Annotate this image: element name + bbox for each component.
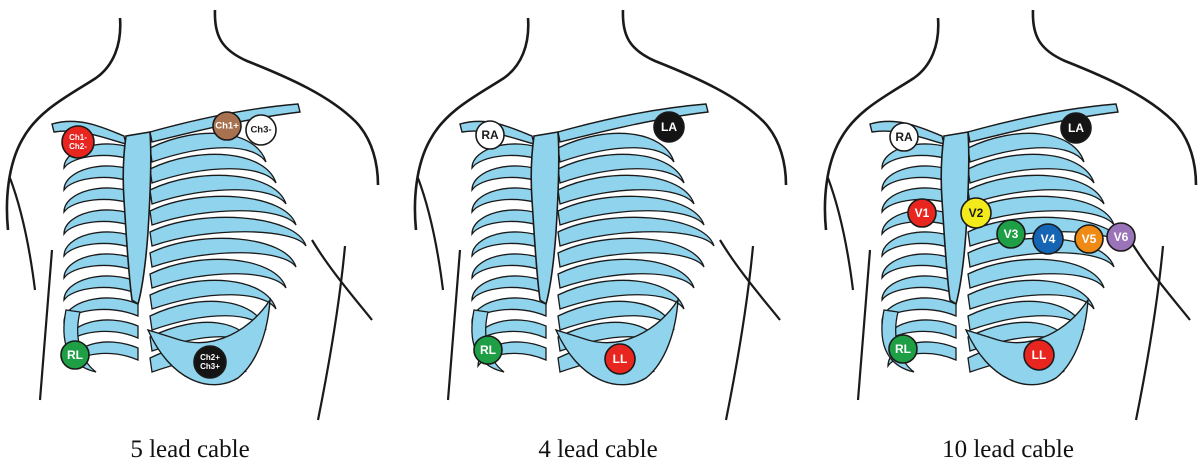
- electrode-ll: LL: [1024, 340, 1054, 370]
- caption-5-lead: 5 lead cable: [0, 436, 380, 464]
- electrode-ra: RA: [476, 121, 504, 149]
- electrode-v4: V4: [1033, 224, 1063, 254]
- electrode-label: Ch2-: [69, 142, 87, 151]
- electrode-ll: LL: [605, 344, 635, 374]
- electrode-label: Ch3-: [250, 125, 271, 136]
- electrode-label: V1: [915, 206, 930, 220]
- electrode-v2: V2: [961, 198, 991, 228]
- electrode-ra: RA: [890, 123, 918, 151]
- electrode-label: V2: [969, 206, 984, 220]
- electrode-rl: RL: [61, 341, 89, 369]
- electrode-ch1-: Ch1+: [213, 112, 241, 140]
- electrode-v3: V3: [997, 220, 1025, 248]
- panel-4-lead: RA LA RL LL 4 lead cable: [408, 0, 788, 472]
- electrode-label: RA: [481, 128, 499, 142]
- torso-drawing: [415, 10, 786, 420]
- caption-10-lead: 10 lead cable: [818, 436, 1198, 464]
- electrode-la: LA: [654, 112, 684, 142]
- electrode-label: V5: [1082, 232, 1097, 246]
- electrode-v5: V5: [1075, 225, 1103, 253]
- electrode-v6: V6: [1107, 223, 1135, 251]
- chest-ribcage-illustration: RA LA RL LL: [408, 0, 788, 430]
- electrode-label: RL: [480, 343, 496, 357]
- torso-drawing: [825, 10, 1196, 420]
- electrode-ch1-ch2-: Ch1-Ch2-: [62, 126, 94, 158]
- electrode-label: Ch3+: [200, 362, 220, 371]
- electrode-ch2-ch3-: Ch2+Ch3+: [194, 346, 226, 378]
- electrode-label: RL: [895, 342, 911, 356]
- electrode-label: V4: [1041, 232, 1056, 246]
- electrode-label: Ch1-: [69, 133, 87, 142]
- electrode-label: LA: [661, 120, 677, 134]
- electrode-la: LA: [1061, 113, 1091, 143]
- electrode-v1: V1: [908, 199, 936, 227]
- electrode-label: V6: [1114, 230, 1129, 244]
- electrode-label: LL: [613, 352, 628, 366]
- electrode-label: LA: [1068, 121, 1084, 135]
- chest-ribcage-illustration: Ch1-Ch2- Ch1+ Ch3- RL Ch2+Ch3+: [0, 0, 380, 430]
- panel-5-lead: Ch1-Ch2- Ch1+ Ch3- RL Ch2+Ch3+ 5 lead cable: [0, 0, 380, 472]
- electrode-label: RL: [67, 348, 83, 362]
- electrode-label: V3: [1004, 227, 1019, 241]
- electrode-label: Ch1+: [215, 121, 239, 132]
- electrode-label: Ch2+: [200, 353, 220, 362]
- electrode-label: LL: [1032, 348, 1047, 362]
- electrode-label: RA: [895, 130, 913, 144]
- electrode-rl: RL: [889, 335, 917, 363]
- electrode-rl: RL: [474, 336, 502, 364]
- electrode-ch3-: Ch3-: [246, 115, 276, 145]
- caption-4-lead: 4 lead cable: [408, 436, 788, 464]
